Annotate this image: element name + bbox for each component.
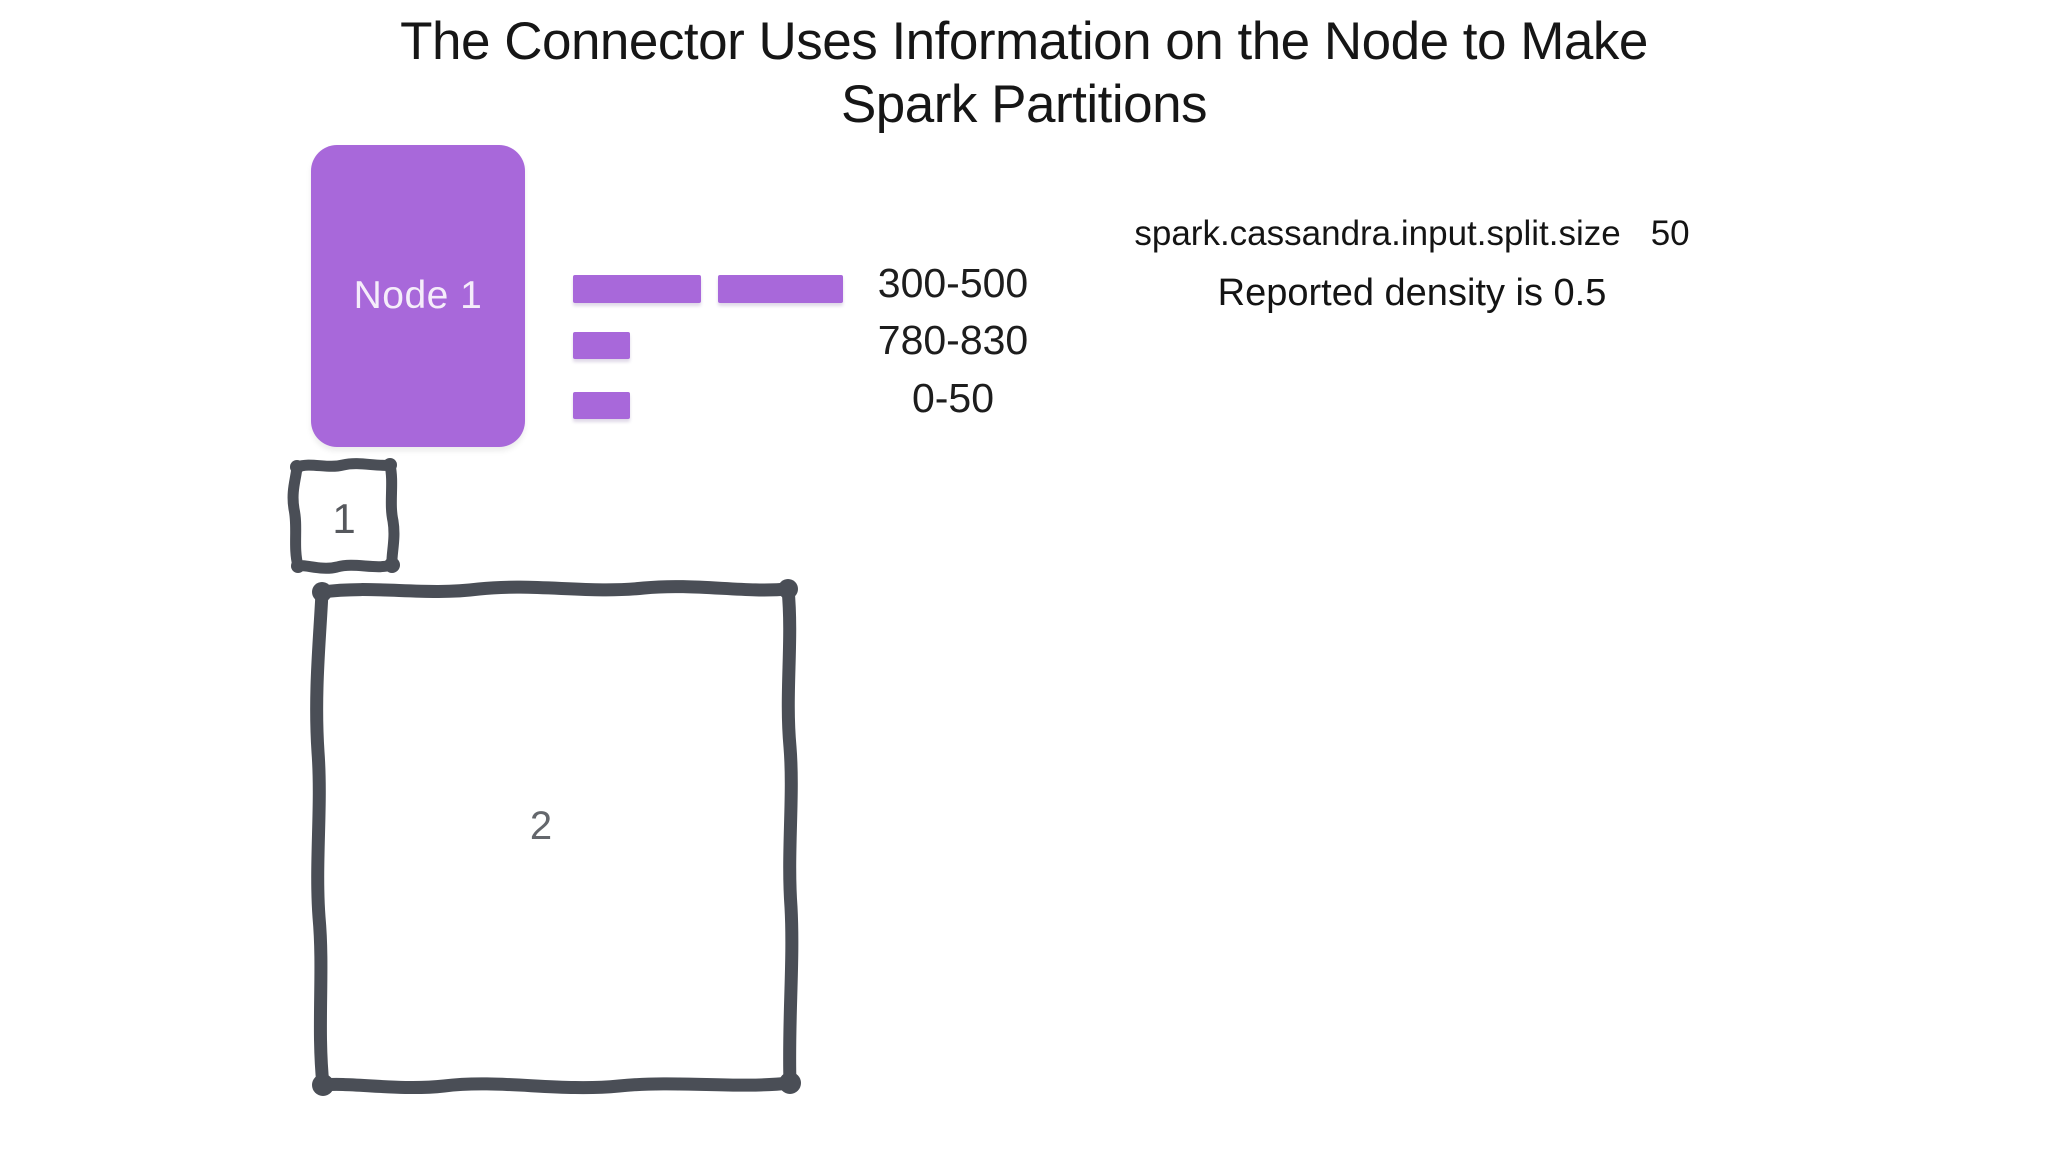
config-property-value: 50 (1650, 214, 1690, 253)
token-range-bar-780-830 (573, 332, 630, 359)
token-range-bar-300-500-segment-a (573, 275, 701, 303)
slide-title-line-1: The Connector Uses Information on the No… (400, 12, 1648, 71)
range-label-0-50: 0-50 (911, 375, 995, 421)
node-label: Node 1 (353, 274, 483, 317)
partition-1-number: 1 (332, 495, 356, 542)
range-label-780-830: 780-830 (877, 317, 1029, 363)
partition-1-outline (287, 458, 400, 574)
partition-2-outline (310, 579, 801, 1096)
token-range-bar-0-50 (573, 392, 630, 419)
config-property-name: spark.cassandra.input.split.size (1134, 214, 1621, 253)
partition-2-number: 2 (529, 804, 553, 848)
range-label-300-500: 300-500 (877, 260, 1029, 306)
token-range-bar-300-500-segment-b (718, 275, 843, 303)
config-split-size-line: spark.cassandra.input.split.size 50 (1112, 216, 1712, 251)
slide-title-line-2: Spark Partitions (840, 75, 1208, 134)
slide-title: The Connector Uses Information on the No… (0, 10, 2048, 136)
density-note: Reported density is 0.5 (1217, 272, 1607, 314)
node-box: Node 1 (311, 145, 525, 447)
